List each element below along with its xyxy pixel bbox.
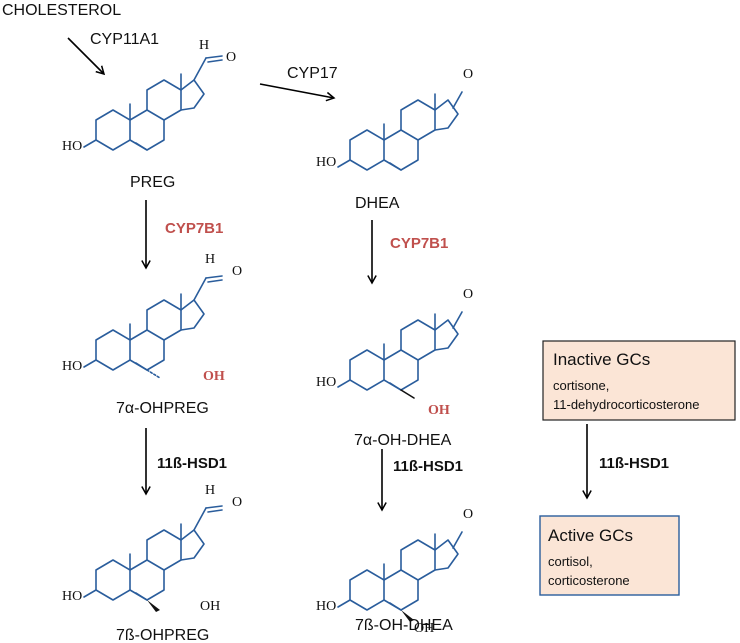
enzyme-cyp7b1-mid: CYP7B1 [390, 235, 448, 252]
inactive-gcs-line2: 11-dehydrocorticosterone [553, 397, 699, 412]
7b-ohdhea-label: 7ß-OH-DHEA [355, 617, 453, 634]
7b-ohpreg-h-atom: H [205, 483, 215, 498]
7b-ohdhea-o-atom: O [463, 507, 473, 522]
arrow-cholesterol-to-preg [67, 37, 106, 76]
7a-ohpreg-ho-atom: HO [62, 359, 82, 374]
7a-ohdhea-o-atom: O [463, 287, 473, 302]
7b-ohpreg-label: 7ß-OHPREG [116, 627, 209, 643]
7a-ohpreg-label: 7α-OHPREG [116, 400, 209, 417]
enzyme-11b-hsd1-mid: 11ß-HSD1 [393, 458, 463, 475]
cholesterol-label: CHOLESTEROL [2, 2, 121, 19]
7a-ohpreg-o-atom: O [232, 264, 242, 279]
7a-ohdhea-oh-atom: OH [428, 403, 450, 418]
7a-ohdhea-structure [337, 311, 463, 399]
7a-ohdhea-label: 7α-OH-DHEA [354, 432, 452, 449]
dhea-label: DHEA [355, 195, 400, 212]
enzyme-11b-hsd1-right: 11ß-HSD1 [599, 455, 669, 472]
7a-ohdhea-ho-atom: HO [316, 375, 336, 390]
7b-ohpreg-structure [83, 505, 223, 612]
enzyme-cyp11a1: CYP11A1 [90, 31, 159, 48]
preg-h-atom: H [199, 38, 209, 53]
active-gcs-line1: cortisol, [548, 554, 593, 569]
preg-ho-atom: HO [62, 139, 82, 154]
dhea-o-atom: O [463, 67, 473, 82]
preg-o-atom: O [226, 50, 236, 65]
7b-ohpreg-ho-atom: HO [62, 589, 82, 604]
preg-label: PREG [130, 174, 175, 191]
active-gcs-box [539, 515, 680, 596]
7b-ohdhea-ho-atom: HO [316, 599, 336, 614]
dhea-structure [337, 91, 463, 171]
7b-ohdhea-oh-atom: OH [414, 621, 434, 636]
enzyme-cyp17: CYP17 [287, 65, 338, 82]
7a-ohpreg-oh-atom: OH [203, 369, 225, 384]
7b-ohpreg-oh-atom: OH [200, 599, 220, 614]
7a-ohpreg-h-atom: H [205, 252, 215, 267]
inactive-gcs-box [542, 340, 736, 421]
7a-ohpreg-structure [83, 275, 223, 379]
inactive-gcs-line1: cortisone, [553, 378, 609, 393]
enzyme-11b-hsd1-left: 11ß-HSD1 [157, 455, 227, 472]
enzyme-cyp7b1-left: CYP7B1 [165, 220, 223, 237]
preg-structure [83, 55, 223, 151]
active-gcs-line2: corticosterone [548, 573, 630, 588]
7b-ohpreg-o-atom: O [232, 495, 242, 510]
inactive-gcs-title: Inactive GCs [553, 350, 650, 369]
active-gcs-title: Active GCs [548, 526, 633, 545]
dhea-ho-atom: HO [316, 155, 336, 170]
arrow-preg-to-dhea [259, 83, 336, 102]
7b-ohdhea-structure [337, 531, 463, 622]
